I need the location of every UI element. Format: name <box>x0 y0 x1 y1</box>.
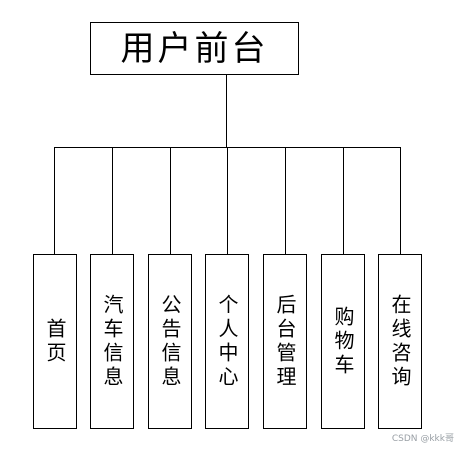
child-node-consult: 在线咨询 <box>378 254 422 429</box>
trunk-line <box>226 75 227 148</box>
child-node-admin: 后台管理 <box>263 254 307 429</box>
branch-line <box>54 147 55 254</box>
branch-line <box>285 147 286 254</box>
branch-line <box>112 147 113 254</box>
child-node-personal-center: 个人中心 <box>205 254 249 429</box>
branch-line <box>400 147 401 254</box>
child-node-label: 汽车信息 <box>100 293 124 390</box>
branch-line <box>170 147 171 254</box>
child-node-home: 首页 <box>33 254 77 429</box>
child-node-label: 后台管理 <box>273 293 297 390</box>
child-node-cart: 购物车 <box>321 254 365 429</box>
child-node-label: 个人中心 <box>215 293 239 390</box>
child-node-car-info: 汽车信息 <box>90 254 134 429</box>
branch-line <box>343 147 344 254</box>
child-node-label: 在线咨询 <box>388 293 412 390</box>
child-node-label: 公告信息 <box>158 293 182 390</box>
child-node-announcements: 公告信息 <box>148 254 192 429</box>
root-node: 用户前台 <box>90 22 299 75</box>
child-node-label: 购物车 <box>331 305 355 378</box>
child-node-label: 首页 <box>43 317 67 366</box>
watermark: CSDN @kkk哥 <box>391 434 454 444</box>
root-node-label: 用户前台 <box>120 28 269 69</box>
branch-line <box>227 147 228 254</box>
